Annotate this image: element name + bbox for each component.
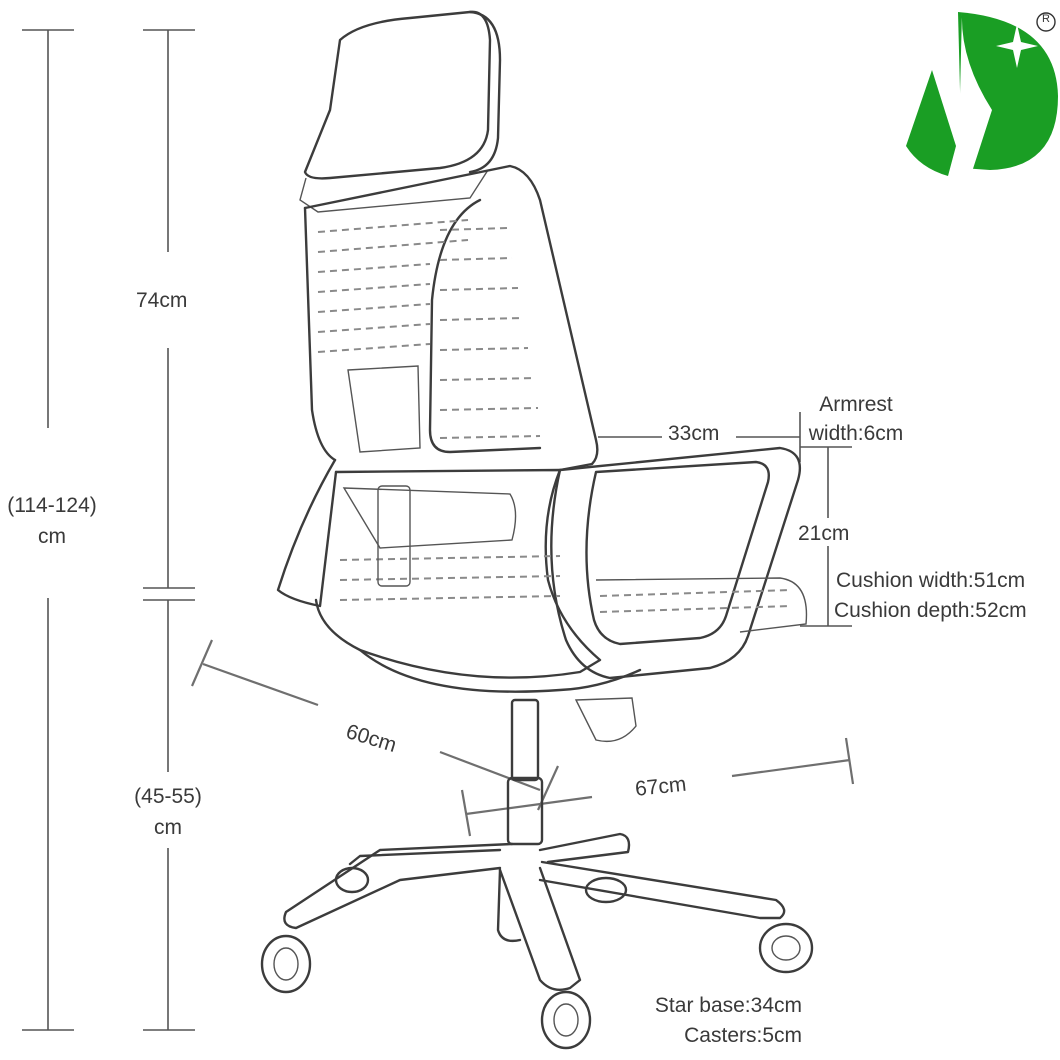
armrest-width-value: width:6cm bbox=[808, 422, 904, 446]
armrest-width-label: Armrest width:6cm bbox=[798, 393, 914, 445]
armrest-height-label: 21cm bbox=[798, 522, 850, 545]
seat-height-label: (45-55) cm bbox=[120, 785, 216, 839]
star-base-label: Star base:34cm bbox=[654, 994, 802, 1017]
casters-label: Casters:5cm bbox=[684, 1024, 802, 1047]
chair-seat bbox=[276, 446, 808, 743]
chair-headrest bbox=[299, 10, 502, 213]
total-height-dimension bbox=[22, 29, 74, 1031]
chair-base bbox=[260, 698, 814, 1050]
width-dimension bbox=[460, 737, 855, 837]
depth-dimension bbox=[190, 639, 560, 811]
chair-backrest bbox=[303, 164, 599, 472]
registered-mark-icon bbox=[1036, 12, 1056, 32]
armrest-dimensions bbox=[598, 412, 852, 627]
back-height-label: 74cm bbox=[136, 289, 188, 312]
total-height-label: (114-124) cm bbox=[0, 494, 104, 548]
seat-height-unit: cm bbox=[154, 816, 182, 840]
registered-mark-letter: R bbox=[1042, 13, 1050, 25]
cushion-depth-label: Cushion depth:52cm bbox=[834, 599, 1027, 622]
back-and-seat-height-dimension bbox=[143, 29, 195, 1031]
armrest-width-title: Armrest bbox=[819, 393, 893, 416]
armrest-length-label: 33cm bbox=[668, 422, 720, 445]
total-height-unit: cm bbox=[38, 525, 66, 549]
total-height-range: (114-124) bbox=[7, 494, 97, 517]
brand-logo bbox=[906, 12, 1058, 178]
cushion-width-label: Cushion width:51cm bbox=[836, 569, 1026, 592]
sparkle-icon bbox=[996, 24, 1038, 68]
seat-height-range: (45-55) bbox=[134, 785, 202, 808]
